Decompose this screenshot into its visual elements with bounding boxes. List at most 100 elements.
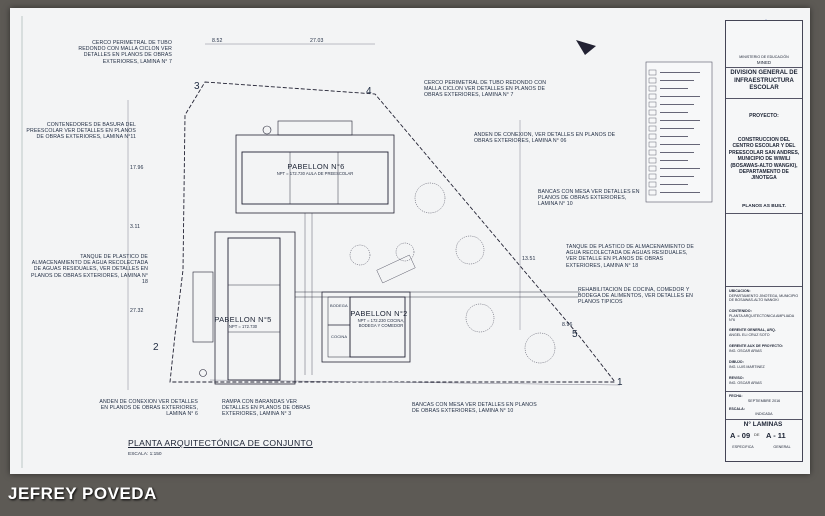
note-cerco-right: CERCO PERIMETRAL DE TUBO REDONDO CON MAL…: [424, 80, 547, 99]
legend-symbol: [648, 181, 657, 188]
pavilion-5-annex: [192, 271, 214, 343]
fecha-label: FECHA:: [729, 394, 743, 398]
trash-container-icon: [262, 125, 272, 135]
note-rehabilitacion: REHABILITACION DE COCINA, COMEDOR Y BODE…: [578, 287, 693, 306]
project-label: PROYECTO:: [749, 113, 779, 119]
ubicacion-label: UBICACION:: [729, 289, 751, 293]
dibujo-value: ING. LUIS MARTINEZ: [729, 365, 765, 369]
ministry-label: MINISTERIO DE EDUCACIÓN: [739, 55, 789, 59]
note-bancas-bottom: BANCAS CON MESA VER DETALLES EN PLANOS D…: [412, 402, 537, 415]
divider: [726, 98, 802, 99]
bodega-label: BODEGA: [330, 303, 348, 308]
vertex-label: 3: [194, 81, 200, 92]
general-label: GENERAL: [773, 445, 791, 449]
note-anden-right: ANDEN DE CONEXION, VER DETALLES EN PLANO…: [474, 132, 616, 145]
plan-title: PLANTA ARQUITECTÓNICA DE CONJUNTO: [128, 438, 313, 448]
vertex-label: 4: [366, 86, 372, 97]
legend-symbol: [648, 141, 657, 148]
legend-rows: [648, 69, 700, 196]
reviso-value: ING. OSCAR ARIAS: [729, 381, 762, 385]
especifica-label: ESPECIFICA: [732, 445, 754, 449]
legend-symbol: [648, 117, 657, 124]
legend-symbol: [648, 165, 657, 172]
asbuilt-label: PLANOS AS BUILT.: [742, 204, 786, 209]
tree-icon: [349, 244, 371, 266]
sheet-number: A - 09: [730, 431, 751, 440]
dimension-label: 27.32: [130, 308, 144, 314]
tree-icon: [524, 332, 556, 364]
pavilion-5-title: PABELLON N°5: [214, 315, 272, 324]
cocina-label: COCINA: [331, 334, 348, 339]
vertex-label: 1: [617, 377, 623, 388]
sheet-total: A - 11: [766, 431, 786, 440]
legend-symbol: [648, 85, 657, 92]
note-tanque-left: TANQUE DE PLASTICO DE ALMACENAMIENTO DE …: [30, 254, 148, 285]
north-arrow-icon: [576, 40, 596, 55]
dimension-label: 17.96: [130, 165, 144, 171]
pavilion-6-room: [241, 151, 389, 205]
responsable-label: GERENTE AUX DE PROYECTO:: [729, 344, 784, 348]
dibujo-label: DIBUJO:: [729, 360, 744, 364]
pavilion-5-room: [227, 237, 281, 381]
escala-value: INDICADA: [755, 412, 773, 416]
site-boundary: [169, 81, 616, 383]
division-label: DIVISION GENERAL DE INFRAESTRUCTURA ESCO…: [730, 70, 798, 91]
tree-icon: [455, 235, 485, 265]
dimension-label: 8.96: [562, 322, 573, 328]
pavilion-2-title: PABELLON N°2: [350, 309, 408, 318]
divider: [726, 213, 802, 214]
dimension-label: 13.51: [522, 256, 536, 262]
note-cerco-left: CERCO PERIMETRAL DE TUBO REDONDO CON MAL…: [78, 40, 172, 65]
dimension-label: 27.03: [310, 38, 324, 44]
pavilion-6-title: PABELLON N°6: [287, 162, 345, 171]
title-block: MINISTERIO DE EDUCACIÓN MINED DIVISION G…: [725, 20, 803, 462]
pavilion-5-subtitle: NPT = 172.730: [228, 324, 258, 329]
pavilion-2-subtitle: NPT = 172.230 COCINA, BODEGA Y COMEDOR: [357, 318, 405, 328]
legend-symbol: [648, 109, 657, 116]
legend-symbol: [648, 173, 657, 180]
legend-symbol: [648, 93, 657, 100]
contenido-label: CONTENIDO:: [729, 309, 752, 313]
legend-symbol: [648, 189, 657, 196]
gerente-value: ANGEL ELI CRUZ SOTO: [729, 333, 770, 337]
legend-box: [645, 61, 713, 203]
pavilion-6-subtitle: NPT = 172.730 AULA DE PREESCOLAR: [276, 171, 354, 176]
legend-symbol: [648, 69, 657, 76]
legend-symbol: [648, 125, 657, 132]
note-bancas-right: BANCAS CON MESA VER DETALLES EN PLANOS D…: [538, 189, 640, 208]
vertex-label: 2: [153, 342, 159, 353]
water-tank-icon: [199, 369, 207, 377]
tree-icon: [414, 182, 446, 214]
vertex-label: 5: [572, 329, 578, 340]
divider: [726, 67, 802, 68]
bench-table: [376, 254, 416, 284]
pavilion-5-outline: [214, 231, 296, 385]
note-contenedores: CONTENEDORES DE BASURA DEL PREESCOLAR VE…: [26, 122, 136, 141]
divider: [726, 391, 802, 392]
dimension-label: 8.52: [212, 38, 223, 44]
note-tanque-right: TANQUE DE PLASTICO DE ALMACENAMIENTO DE …: [566, 244, 694, 269]
note-anden-bottom: ANDEN DE CONEXION VER DETALLES EN PLANOS…: [99, 399, 198, 418]
dimension-label: 3.11: [130, 224, 141, 230]
gerente-label: GERENTE GENERAL, ARQ.: [729, 328, 776, 332]
plan-scale: ESCALA: 1:150: [128, 452, 162, 457]
project-name: CONSTRUCCION DEL CENTRO ESCOLAR Y DEL PR…: [728, 137, 800, 182]
escala-label: ESCALA:: [729, 407, 745, 411]
divider: [726, 286, 802, 287]
dimension-line-bottom: [209, 379, 621, 386]
tree-icon: [395, 242, 415, 262]
cocina-room: [327, 324, 351, 358]
toilet-block: [277, 120, 353, 136]
responsable-value: ING. OSCAR ARIAS: [729, 349, 762, 353]
ubicacion-value: DEPARTAMENTO JINOTEGA, MUNICIPIO DE BOSA…: [729, 294, 799, 303]
legend-symbol: [648, 101, 657, 108]
fecha-value: SEPTIEMBRE 2016: [747, 399, 781, 403]
divider: [726, 419, 802, 420]
sheet-separator: DE: [754, 432, 760, 437]
laminas-label: N° LAMINAS: [743, 421, 783, 428]
reviso-label: REVISO:: [729, 376, 744, 380]
legend-symbol: [648, 149, 657, 156]
legend-symbol: [648, 133, 657, 140]
